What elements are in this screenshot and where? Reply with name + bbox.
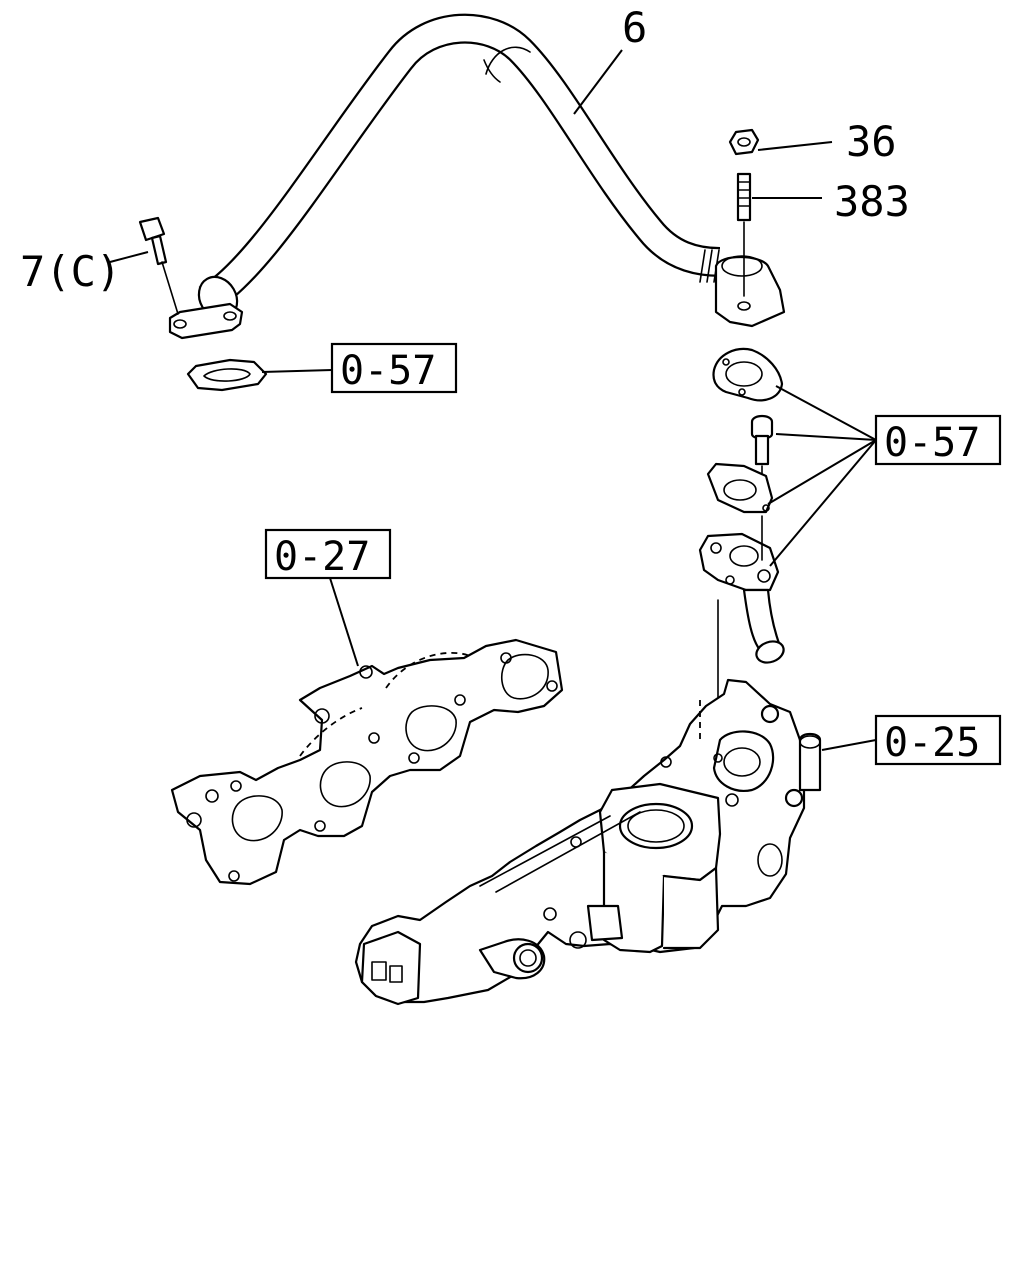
ref-label-exhaust-manifold: 0-27: [274, 534, 370, 580]
left-gasket: [186, 358, 268, 392]
ref-box-gasket-group-right[interactable]: 0-57: [874, 414, 1002, 466]
intake-manifold: [354, 678, 822, 1006]
ref-box-intake-manifold[interactable]: 0-25: [874, 714, 1002, 766]
hose-pipe: [197, 13, 721, 321]
left-flange: [168, 302, 244, 340]
callout-leaders: [109, 49, 877, 751]
ref-box-exhaust-manifold[interactable]: 0-27: [264, 528, 392, 580]
right-gasket-upper: [712, 347, 784, 402]
leader-lines-right: [717, 385, 877, 761]
exhaust-manifold: [170, 638, 564, 886]
ref-label-intake-manifold: 0-25: [884, 720, 980, 766]
right-flange: [714, 255, 786, 328]
ref-box-gasket-left[interactable]: 0-57: [330, 342, 458, 394]
stud-383: [736, 172, 752, 297]
callout-bolt: 7(C): [20, 247, 121, 296]
callout-stud: 383: [834, 177, 910, 226]
bolt-7c: [138, 216, 179, 315]
ref-label-gasket-left: 0-57: [340, 348, 436, 394]
small-bolt: [750, 414, 774, 511]
callout-hose: 6: [622, 3, 647, 52]
right-gasket-middle: [706, 462, 774, 514]
callout-nut: 36: [846, 117, 897, 166]
ref-label-gasket-group-right: 0-57: [884, 420, 980, 466]
pipe-elbow: [698, 532, 785, 664]
nut-36: [728, 128, 760, 156]
